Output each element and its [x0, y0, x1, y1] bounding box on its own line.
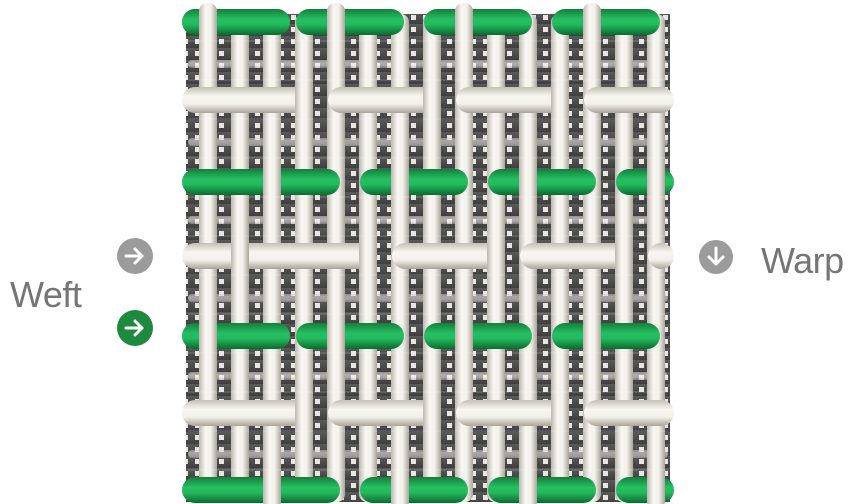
warp-crossing — [295, 394, 313, 432]
weave-texture-line — [188, 157, 668, 159]
warp-crossing — [455, 3, 473, 41]
weft-thread-green — [182, 323, 290, 349]
weft-thread-green — [296, 323, 404, 349]
weft-thread-green — [360, 169, 468, 195]
warp-crossing — [327, 3, 345, 41]
warp-crossing — [647, 471, 665, 504]
warp-crossing — [615, 237, 633, 275]
weft-thread-white — [328, 400, 436, 426]
weave-texture-line — [188, 469, 668, 471]
weave-texture-line — [188, 352, 668, 354]
warp-crossing — [455, 317, 473, 355]
warp-crossing — [647, 163, 665, 201]
warp-crossing — [199, 3, 217, 41]
warp-crossing — [263, 163, 281, 201]
arrow-down-icon — [698, 239, 734, 275]
weft-thread-green — [424, 323, 532, 349]
weft-thread-white — [264, 243, 372, 269]
weft-thread-white — [584, 400, 674, 426]
weft-thread-green — [232, 169, 340, 195]
weft-thread-green — [616, 477, 674, 503]
warp-crossing — [487, 237, 505, 275]
warp-crossing — [423, 394, 441, 432]
weave-texture-line — [188, 391, 668, 393]
weft-thread-white — [328, 87, 436, 113]
weft-thread-green — [616, 169, 674, 195]
weft-label: Weft — [10, 277, 81, 313]
warp-crossing — [391, 471, 409, 504]
weft-thread-green — [424, 9, 532, 35]
warp-label: Warp — [761, 243, 844, 279]
weft-thread-green — [360, 477, 468, 503]
warp-crossing — [391, 163, 409, 201]
warp-crossing — [263, 471, 281, 504]
weft-thread-white — [520, 243, 628, 269]
warp-crossing — [295, 81, 313, 119]
warp-crossing — [551, 81, 569, 119]
warp-crossing — [583, 317, 601, 355]
arrow-right-icon — [116, 309, 154, 347]
warp-crossing — [359, 237, 377, 275]
warp-crossing — [551, 394, 569, 432]
warp-crossing — [519, 163, 537, 201]
weft-thread-white — [648, 243, 674, 269]
weave-texture-line — [188, 274, 668, 276]
weave-texture-line — [188, 196, 668, 198]
weave-texture-line — [188, 430, 668, 432]
weave-texture-line — [188, 118, 668, 120]
weft-thread-green — [296, 9, 404, 35]
warp-crossing — [519, 471, 537, 504]
weave-texture-line — [188, 235, 668, 237]
warp-crossing — [583, 3, 601, 41]
warp-crossing — [199, 317, 217, 355]
weave-texture-line — [188, 40, 668, 42]
weave-texture-line — [188, 79, 668, 81]
weft-thread-white — [456, 87, 564, 113]
weft-thread-white — [584, 87, 674, 113]
weave-texture-line — [188, 313, 668, 315]
weft-thread-green — [232, 477, 340, 503]
weft-thread-white — [200, 400, 308, 426]
weft-thread-white — [456, 400, 564, 426]
weft-thread-green — [552, 323, 660, 349]
weft-thread-white — [200, 87, 308, 113]
arrow-right-icon — [116, 237, 154, 275]
weft-thread-white — [392, 243, 500, 269]
warp-crossing — [231, 237, 249, 275]
weft-thread-green — [182, 9, 290, 35]
warp-crossing — [327, 317, 345, 355]
weft-thread-green — [488, 169, 596, 195]
weft-thread-green — [488, 477, 596, 503]
weft-thread-green — [552, 9, 660, 35]
warp-crossing — [423, 81, 441, 119]
